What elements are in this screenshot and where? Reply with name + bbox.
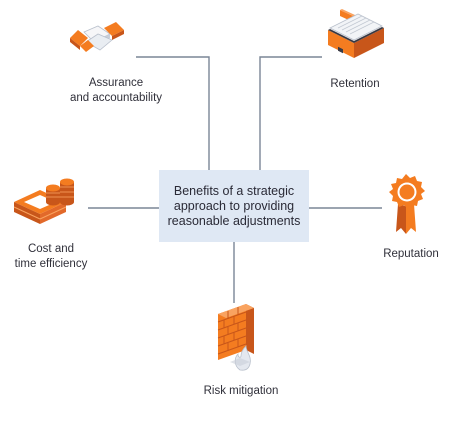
label-risk: Risk mitigation xyxy=(203,385,279,397)
coin-stack-left xyxy=(46,184,60,206)
label-assurance: Assurance and accountability xyxy=(56,76,176,106)
label-cost-line1: Cost and xyxy=(27,243,75,255)
central-concept-text: Benefits of a strategic approach to prov… xyxy=(167,183,301,228)
connector-retention xyxy=(259,56,322,170)
label-reputation: Reputation xyxy=(383,248,439,260)
label-assurance-line2: and accountability xyxy=(69,92,163,104)
handshake-icon xyxy=(70,22,124,52)
connector-assurance xyxy=(136,56,210,170)
briefcase-icon xyxy=(328,9,384,58)
label-cost: Cost and time efficiency xyxy=(6,242,96,272)
central-concept-box: Benefits of a strategic approach to prov… xyxy=(159,170,309,242)
firewall-icon xyxy=(217,304,254,371)
label-cost-line2: time efficiency xyxy=(14,258,88,270)
award-rosette-icon xyxy=(389,174,425,234)
label-retention: Retention xyxy=(330,78,380,90)
coin-stack-right xyxy=(60,178,74,206)
label-assurance-line1: Assurance xyxy=(88,77,144,89)
money-coins-icon xyxy=(13,178,74,224)
